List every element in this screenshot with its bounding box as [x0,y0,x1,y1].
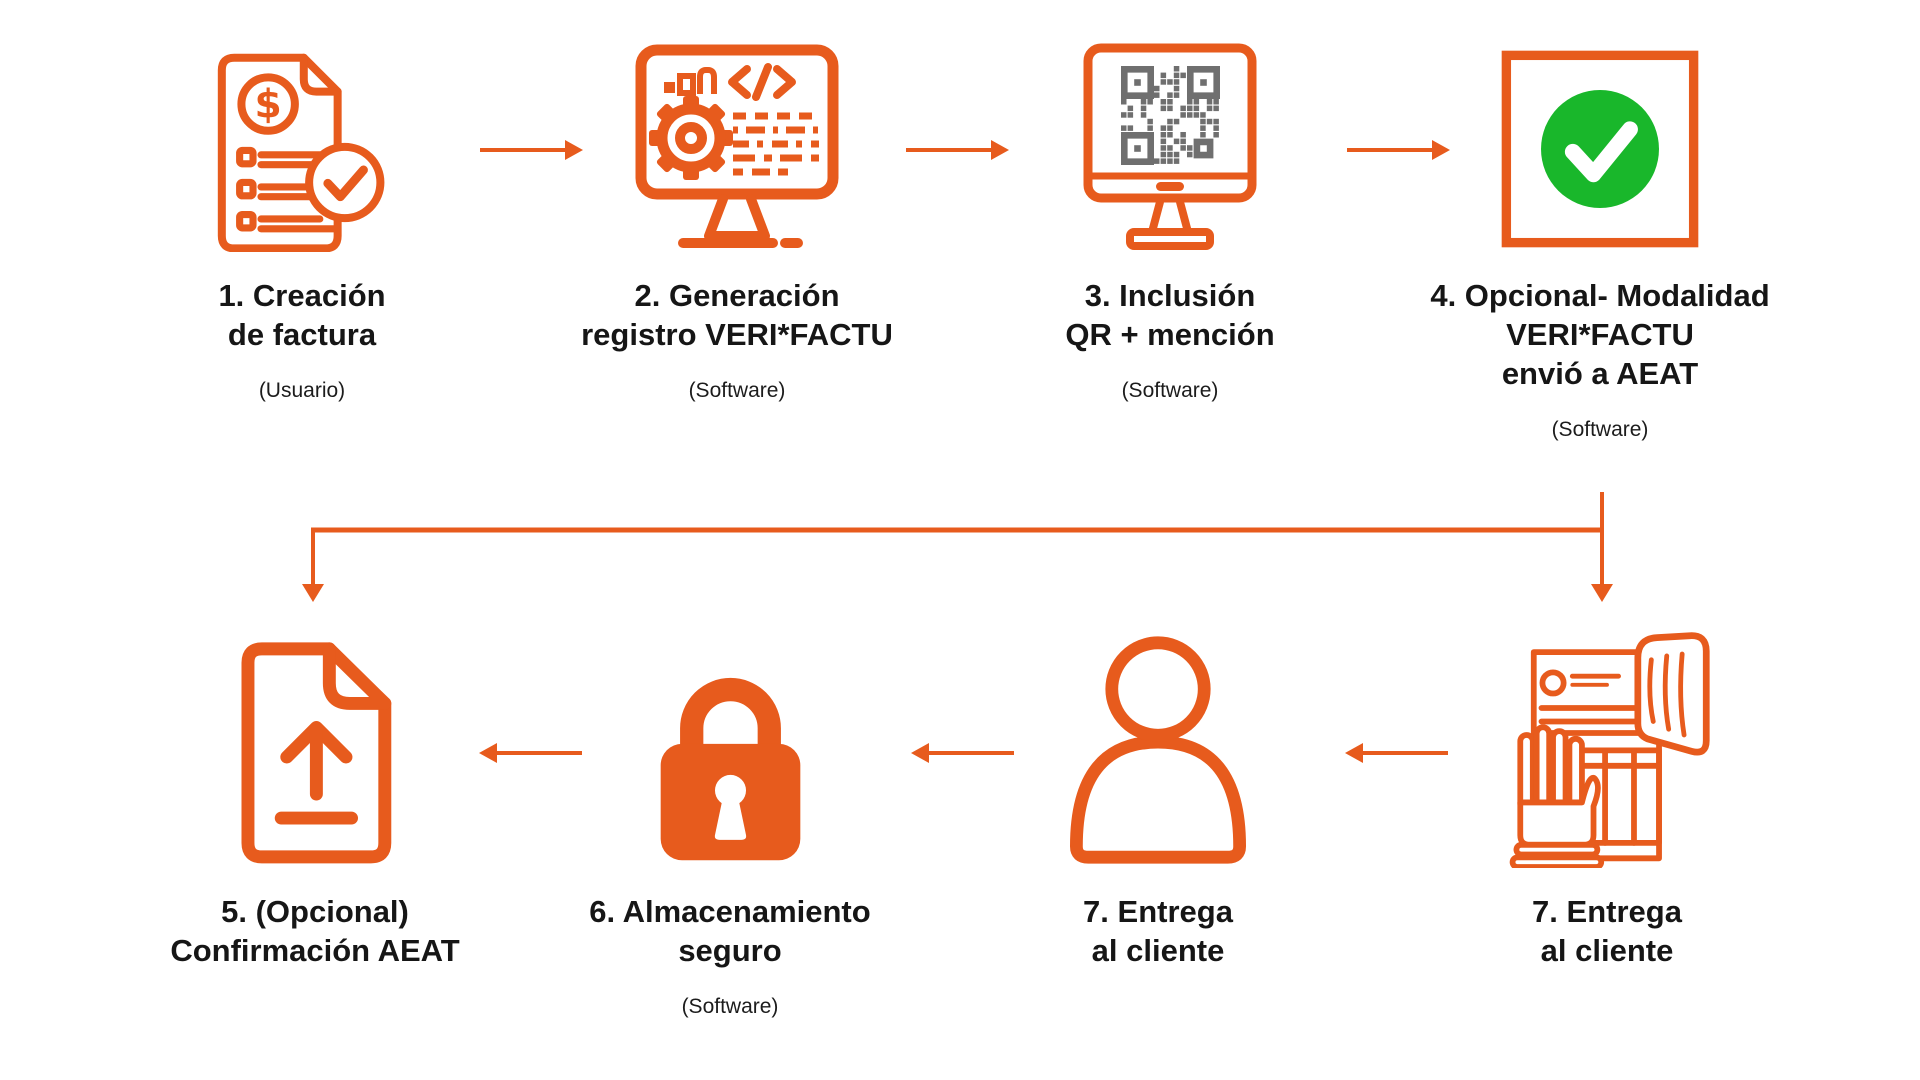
dollar-sign-glyph: $ [255,82,282,127]
arrow-step6-step5 [479,743,582,763]
padlock-icon [643,626,818,868]
software-monitor-icon [622,40,852,252]
arrow-step2-step3 [906,140,1009,160]
step-subtitle: (Software) [1551,418,1649,441]
arrow-step1-step2 [480,140,583,160]
step-7-invoice: 7. Entrega al cliente [1437,626,1777,970]
step-4: 4. Opcional- Modalidad VERI*FACTU envió … [1390,40,1810,442]
step-title: 7. Entrega al cliente [1532,894,1682,968]
invoice-check-icon: $ [204,40,400,252]
step-title: 3. Inclusión QR + mención [1065,278,1275,352]
step-6: 6. Almacenamiento seguro (Software) [540,626,920,1019]
upload-document-icon [220,626,410,868]
step-subtitle: (Usuario) [258,379,346,402]
qr-monitor-icon [1060,40,1280,252]
hand-invoice-icon [1501,626,1713,868]
step-title: 5. (Opcional) Confirmación AEAT [170,894,460,968]
step-subtitle: (Software) [688,379,786,402]
arrow-step7b-step7a [1345,743,1448,763]
step-title: 1. Creación de factura [218,278,386,352]
arrow-step3-step4 [1347,140,1450,160]
step-title: 7. Entrega al cliente [1083,894,1233,968]
step-subtitle: (Software) [681,995,779,1018]
step-title: 6. Almacenamiento seguro [589,894,871,968]
person-icon [1051,626,1266,868]
code-brackets-icon [728,63,796,101]
step-title: 4. Opcional- Modalidad VERI*FACTU envió … [1430,278,1770,391]
step-2: 2. Generación registro VERI*FACTU (Softw… [547,40,927,403]
step-3: 3. Inclusión QR + mención (Software) [1000,40,1340,403]
gear-icon [649,96,733,180]
step-title: 2. Generación registro VERI*FACTU [581,278,893,352]
step-subtitle: (Software) [1121,379,1219,402]
green-check-icon [1497,40,1703,252]
step-7-person: 7. Entrega al cliente [988,626,1328,970]
arrow-step7a-step6 [911,743,1014,763]
step-1: $ 1. Creación de factura (Usuario) [132,40,472,403]
step-5: 5. (Opcional) Confirmación AEAT [145,626,485,970]
qr-code-icon [1121,66,1220,165]
